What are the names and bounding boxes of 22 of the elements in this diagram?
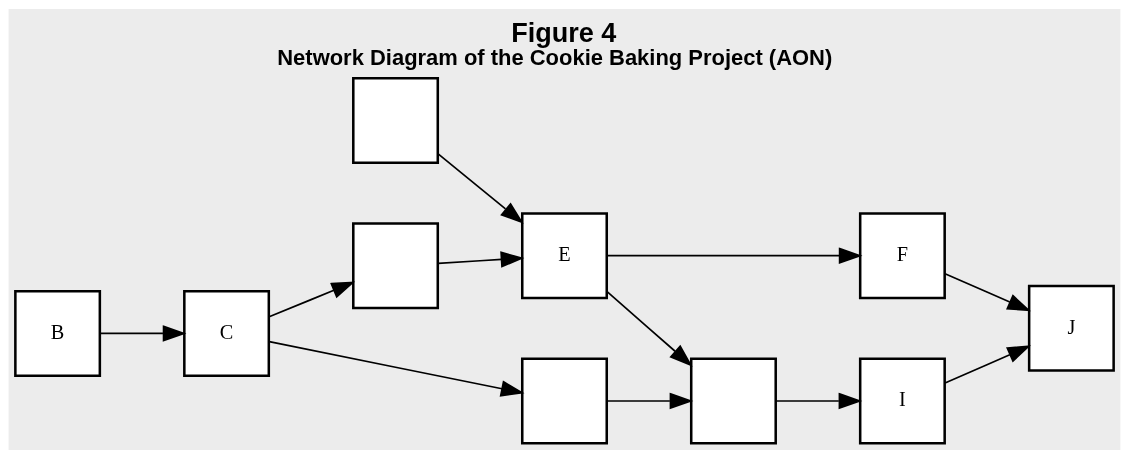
- arrow: [437, 251, 525, 268]
- arrow: [268, 340, 525, 397]
- arrow: [944, 345, 1031, 384]
- node-box: [521, 357, 608, 445]
- node-box: [352, 222, 440, 310]
- node-box: F: [858, 212, 946, 300]
- node-box: J: [1027, 284, 1115, 372]
- arrow: [99, 325, 187, 342]
- node-box: B: [14, 289, 102, 377]
- node-box: [352, 77, 440, 165]
- arrow: [606, 290, 693, 367]
- arrow: [944, 272, 1031, 312]
- arrow: [606, 247, 863, 264]
- arrow: [775, 392, 863, 410]
- node-box: C: [183, 289, 271, 377]
- diagram-title: Figure 4: [511, 18, 617, 49]
- node-box: E: [521, 212, 608, 300]
- node-box: [689, 357, 777, 445]
- node-box: I: [858, 357, 946, 445]
- arrow: [437, 153, 524, 224]
- arrow: [606, 392, 694, 410]
- arrow: [268, 281, 356, 318]
